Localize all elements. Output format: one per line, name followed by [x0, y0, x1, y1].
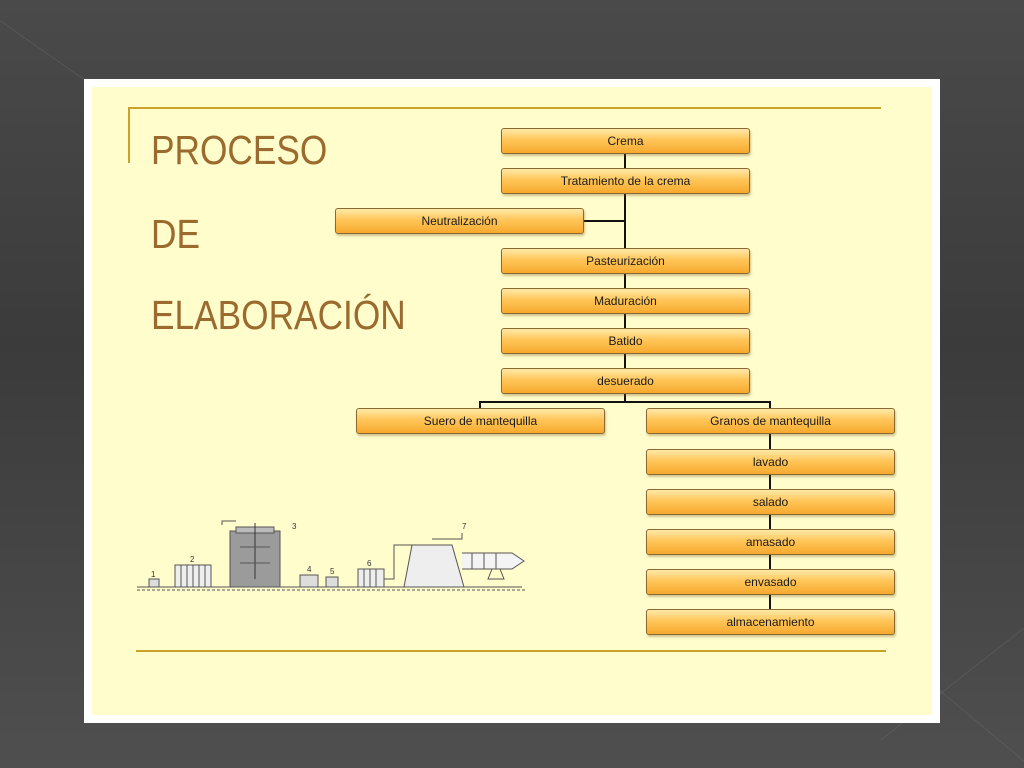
- box-tratamiento: Tratamiento de la crema: [501, 168, 750, 194]
- box-lavado: lavado: [646, 449, 895, 475]
- title-vertical-rule: [128, 107, 130, 163]
- machine-label-5: 5: [330, 567, 335, 576]
- box-neutralizacion: Neutralización: [335, 208, 584, 234]
- connector-neutralizacion: [583, 220, 625, 222]
- connector-granos-chain: [769, 434, 771, 610]
- box-salado: salado: [646, 489, 895, 515]
- box-desuerado: desuerado: [501, 368, 750, 394]
- machine-label-2: 2: [190, 555, 195, 564]
- top-rule: [129, 107, 881, 109]
- machine-label-1: 1: [151, 570, 156, 579]
- connector-split: [479, 401, 771, 403]
- title-line-1: PROCESO: [151, 127, 328, 173]
- title-line-3: ELABORACIÓN: [151, 292, 406, 338]
- box-envasado: envasado: [646, 569, 895, 595]
- connector-suero: [479, 401, 481, 409]
- box-granos: Granos de mantequilla: [646, 408, 895, 434]
- slide: PROCESO DE ELABORACIÓN Crema Tratamiento…: [84, 79, 940, 723]
- slide-panel: PROCESO DE ELABORACIÓN Crema Tratamiento…: [92, 87, 932, 715]
- machine-label-3: 3: [292, 522, 297, 531]
- machine-label-6: 6: [367, 559, 372, 568]
- machine-label-4: 4: [307, 565, 312, 574]
- butter-machinery-illustration: 1 2 3 4 5 6 7: [137, 520, 527, 591]
- connector-main-trunk: [624, 154, 626, 401]
- background-line: [939, 690, 1024, 768]
- box-crema: Crema: [501, 128, 750, 154]
- machine-label-7: 7: [462, 522, 467, 531]
- bottom-rule: [136, 650, 886, 652]
- box-suero: Suero de mantequilla: [356, 408, 605, 434]
- connector-granos: [769, 401, 771, 409]
- box-almacenamiento: almacenamiento: [646, 609, 895, 635]
- title-line-2: DE: [151, 211, 200, 257]
- box-batido: Batido: [501, 328, 750, 354]
- box-amasado: amasado: [646, 529, 895, 555]
- box-pasteurizacion: Pasteurización: [501, 248, 750, 274]
- box-maduracion: Maduración: [501, 288, 750, 314]
